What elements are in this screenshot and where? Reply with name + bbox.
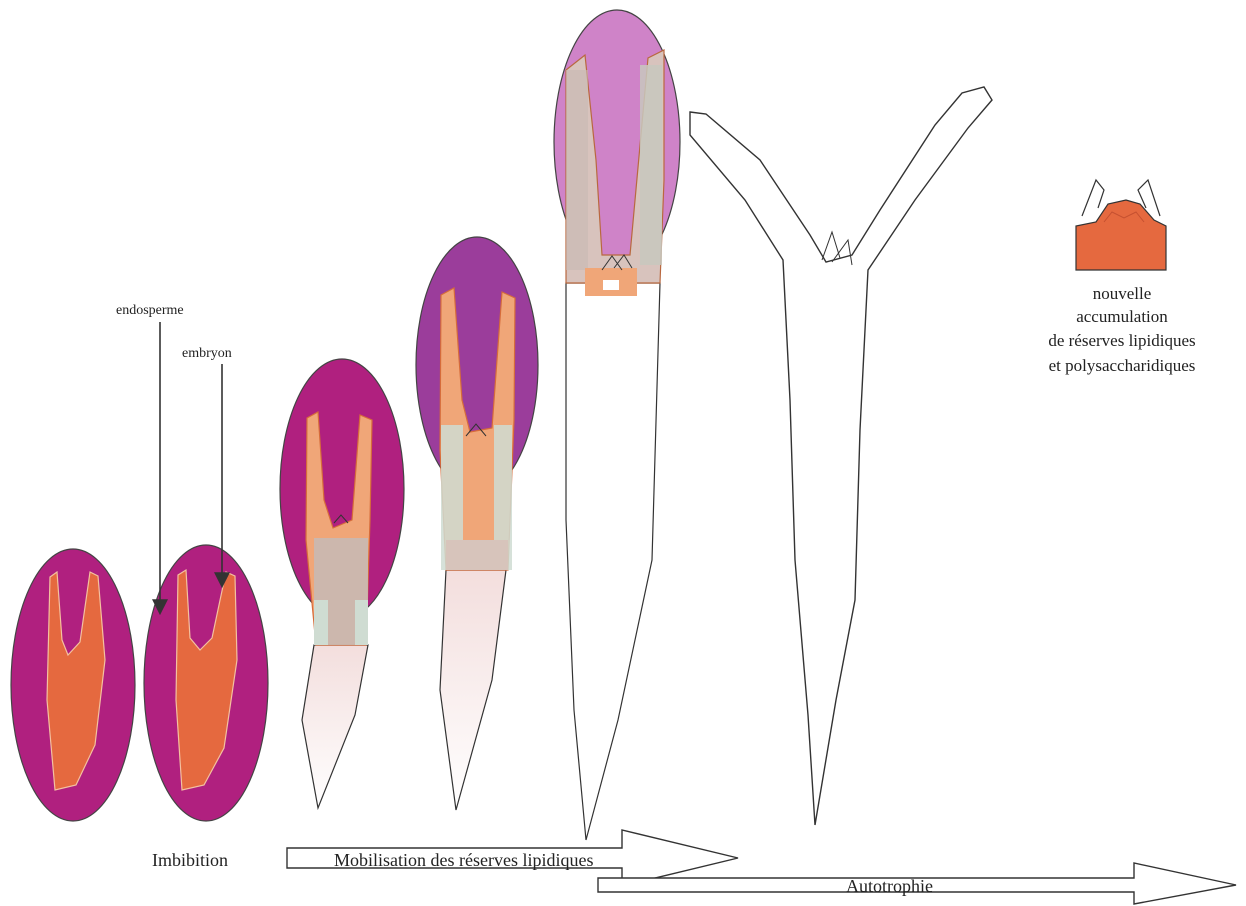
seedling-stage-3 xyxy=(280,359,404,808)
seed-stage-1 xyxy=(11,549,135,821)
autotrophy-label: Autotrophie xyxy=(846,876,933,896)
root-4 xyxy=(440,570,506,810)
root-5 xyxy=(566,283,660,840)
embryo-label: embryon xyxy=(182,346,232,361)
endosperm-label: endosperme xyxy=(116,303,184,318)
seedling-stage-5 xyxy=(554,10,680,840)
new-reserves-line-4: et polysaccharidiques xyxy=(1049,356,1196,375)
new-reserves-inset: nouvelle accumulation de réserves lipidi… xyxy=(1048,180,1195,375)
new-reserves-line-3: de réserves lipidiques xyxy=(1048,331,1195,350)
mobilisation-label: Mobilisation des réserves lipidiques xyxy=(334,850,593,870)
imbibition-label: Imbibition xyxy=(152,850,228,870)
plantlet-6 xyxy=(690,87,992,825)
seed-stage-2 xyxy=(144,545,268,821)
new-reserves-line-2: accumulation xyxy=(1076,307,1168,326)
root-3 xyxy=(302,645,368,808)
seedling-stage-6 xyxy=(690,87,992,825)
seedling-stage-4 xyxy=(416,237,538,810)
new-reserves-line-1: nouvelle xyxy=(1093,284,1152,303)
